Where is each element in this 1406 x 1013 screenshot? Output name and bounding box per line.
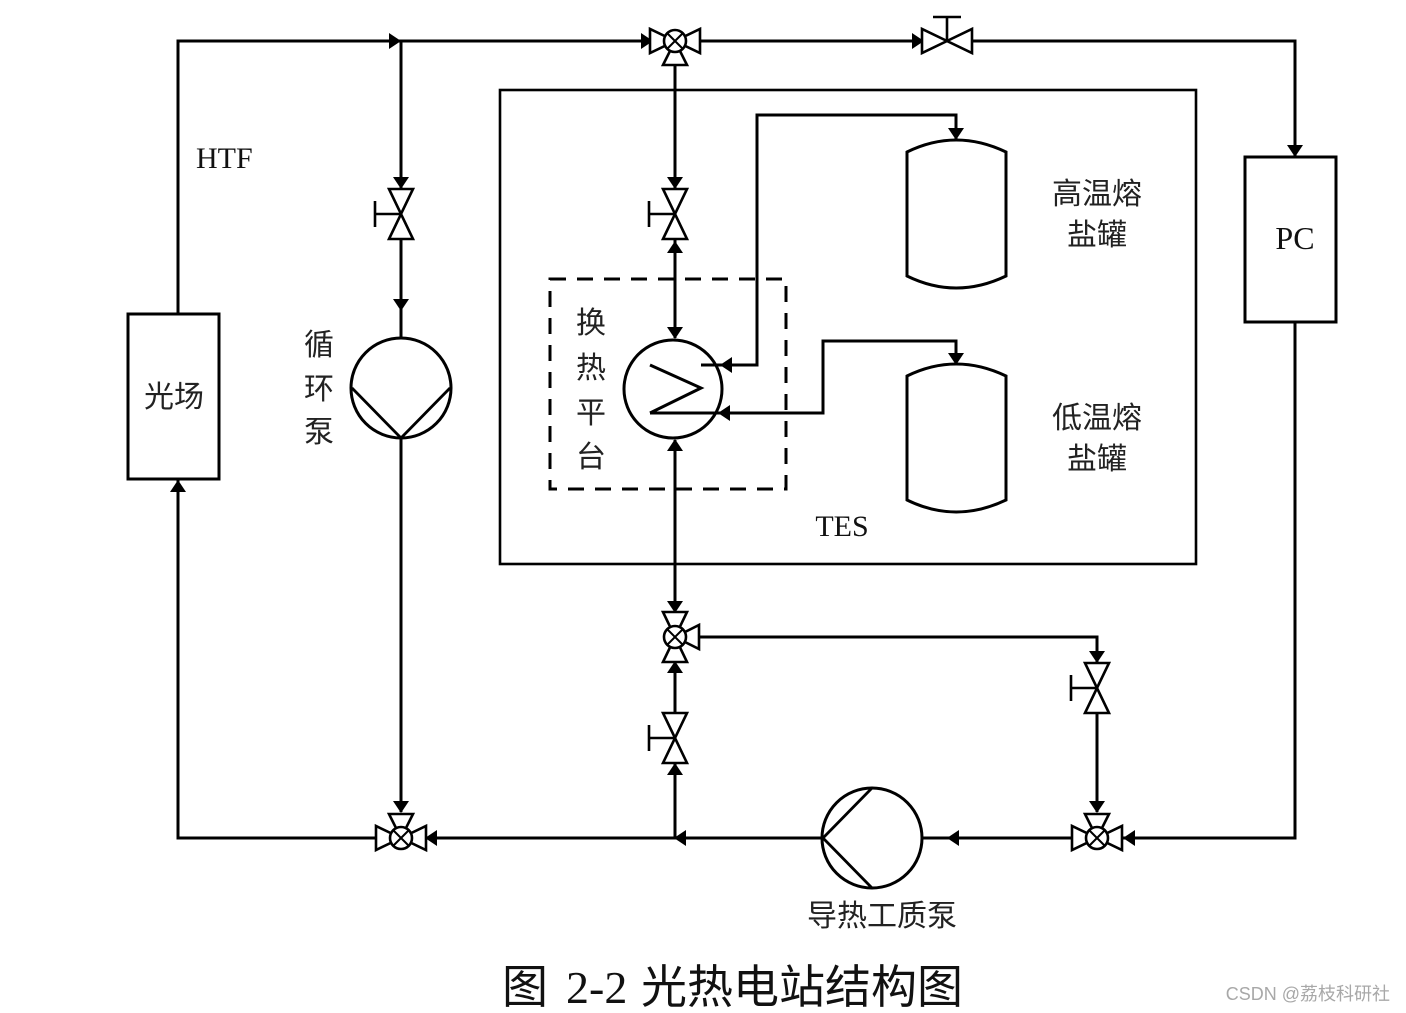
pc-label: PC — [1275, 220, 1314, 256]
arrow-icon — [389, 33, 401, 49]
tes-container — [498, 88, 1198, 566]
arrow-icon — [1089, 651, 1105, 663]
arrow-icon — [667, 439, 683, 451]
pipe-hx-to-hot-tank — [722, 113, 958, 367]
three-way-valve-top-icon[interactable] — [648, 27, 702, 67]
arrow-icon — [1287, 145, 1303, 157]
globe-valve-hx-top-icon[interactable] — [647, 187, 689, 241]
tank-label-line: 盐罐 — [1067, 218, 1127, 253]
caption-text: 光热电站结构图 — [641, 962, 963, 1013]
arrow-icon — [393, 177, 409, 189]
pipe-bottom-left-to-field — [176, 480, 376, 840]
arrow-icon — [667, 177, 683, 189]
high-temp-tank — [905, 138, 1008, 290]
tes-label: TES — [815, 510, 868, 543]
htf-pump-label: 导热工质泵 — [807, 899, 957, 934]
caption-prefix: 图 — [502, 962, 548, 1013]
hx-label-char: 台 — [576, 440, 606, 475]
solar-field-label: 光场 — [144, 380, 204, 415]
pipe-lower-right-branch — [699, 635, 1099, 812]
arrow-icon — [393, 299, 409, 311]
arrow-icon — [393, 801, 409, 813]
hx-label-char: 热 — [576, 351, 606, 386]
circulation-pump — [349, 336, 453, 441]
pipe-top-main — [176, 39, 1297, 314]
three-way-valve-bottom-left-icon[interactable] — [374, 812, 428, 852]
arrow-icon — [1089, 801, 1105, 813]
arrow-icon — [948, 128, 964, 140]
hx-label-char: 换 — [576, 306, 606, 341]
arrow-icon — [667, 241, 683, 253]
solar-field-block — [126, 312, 221, 481]
htf-label: HTF — [196, 142, 253, 175]
caption-number: 2-2 — [566, 962, 627, 1013]
high-temp-tank-label: 高温熔 盐罐 — [1052, 177, 1142, 253]
globe-valve-right-branch-icon[interactable] — [1069, 661, 1111, 715]
globe-valve-left-branch-icon[interactable] — [373, 187, 415, 241]
heat-exchange-platform-box — [548, 277, 788, 491]
hx-label-char: 平 — [576, 396, 606, 431]
tank-label-line: 低温熔 — [1052, 401, 1142, 436]
globe-valve-top-right-icon[interactable] — [920, 15, 974, 55]
low-temp-tank-label: 低温熔 盐罐 — [1052, 401, 1142, 477]
heat-exchanger — [622, 338, 724, 440]
arrow-icon — [947, 830, 959, 846]
pump-label-char: 循 — [304, 328, 334, 363]
arrow-icon — [667, 763, 683, 775]
globe-valve-lower-mid-icon[interactable] — [647, 711, 689, 765]
watermark: CSDN @荔枝科研社 — [1226, 984, 1390, 1004]
tank-label-line: 高温熔 — [1052, 177, 1142, 212]
htf-pump — [820, 786, 924, 890]
heat-exchange-platform-label: 换 热 平 台 — [576, 306, 606, 475]
pipe-hx-to-cold-tank — [722, 339, 958, 415]
figure-caption: 图 2-2 光热电站结构图 — [502, 962, 963, 1013]
pc-block — [1243, 155, 1338, 324]
circulation-pump-label: 循 环 泵 — [304, 328, 334, 450]
flow-arrows — [170, 33, 1303, 846]
arrow-icon — [1123, 830, 1135, 846]
pump-label-char: 环 — [304, 372, 334, 407]
pipes — [176, 39, 1297, 840]
three-way-valve-hx-bottom-icon[interactable] — [661, 610, 701, 664]
pump-impeller-icon — [351, 387, 451, 441]
arrow-icon — [170, 480, 186, 492]
three-way-valve-bottom-right-icon[interactable] — [1070, 812, 1124, 852]
heat-exchanger-coil-icon — [649, 363, 705, 415]
low-temp-tank — [905, 362, 1008, 514]
pipe-pc-return — [1122, 322, 1297, 840]
arrow-icon — [667, 327, 683, 339]
tank-label-line: 盐罐 — [1067, 442, 1127, 477]
pump-impeller-icon — [821, 787, 873, 889]
pump-label-char: 泵 — [304, 415, 334, 450]
